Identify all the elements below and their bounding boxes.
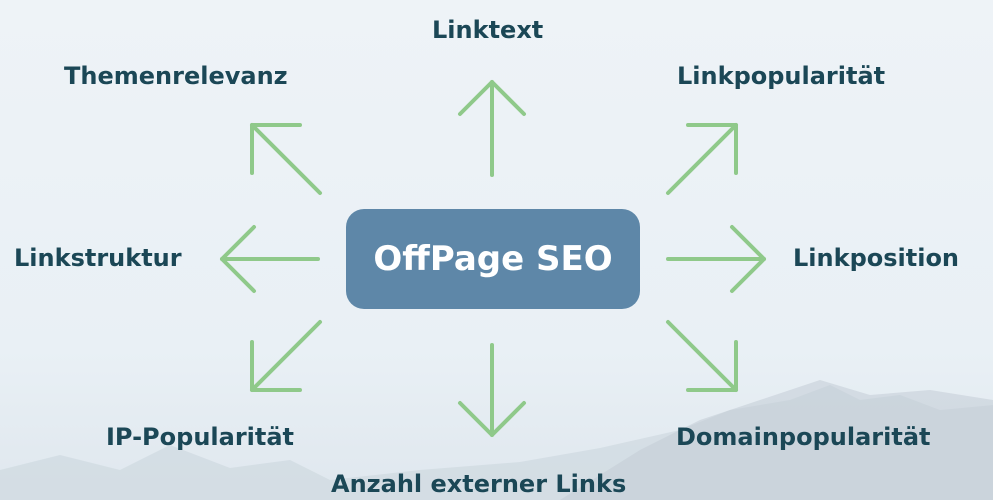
- label-themenrelevanz: Themenrelevanz: [64, 62, 288, 90]
- label-domainpopularitaet: Domainpopularität: [676, 423, 931, 451]
- arrow-up: [458, 80, 526, 177]
- arrow-down-left: [250, 320, 322, 392]
- label-ip-popularitaet: IP-Popularität: [106, 423, 295, 451]
- arrow-up-right: [666, 123, 738, 195]
- arrow-down: [458, 343, 526, 437]
- label-linkpopularitaet: Linkpopularität: [677, 62, 886, 90]
- arrow-down-right: [666, 320, 738, 392]
- arrow-right: [666, 225, 766, 293]
- label-linktext: Linktext: [432, 16, 544, 44]
- arrow-left: [220, 225, 320, 293]
- label-anzahl-externer-links: Anzahl externer Links: [331, 470, 627, 498]
- arrow-up-left: [250, 123, 322, 195]
- label-linkposition: Linkposition: [793, 244, 960, 272]
- center-node: OffPage SEO: [346, 209, 640, 309]
- center-label: OffPage SEO: [373, 239, 613, 279]
- label-linkstruktur: Linkstruktur: [14, 244, 182, 272]
